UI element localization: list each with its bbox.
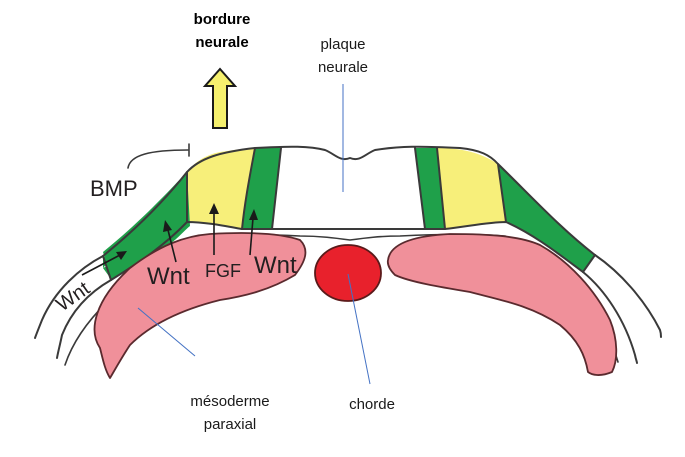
stripe-border-2 xyxy=(241,147,256,230)
notochord xyxy=(314,244,382,302)
wnt-ectoderm-label: Wnt xyxy=(52,277,94,316)
fgf-arrow xyxy=(209,203,219,255)
stripe-border-6 xyxy=(497,163,507,223)
neural-border-left-yellow xyxy=(187,148,255,229)
stripe-border-3 xyxy=(271,147,282,230)
wnt-inner-arrow xyxy=(249,209,258,256)
neural-plate xyxy=(255,146,425,229)
leader-mesoderme xyxy=(137,307,196,357)
bmp-inhibition-arc xyxy=(127,149,189,169)
paraxial-mesoderm-left xyxy=(93,232,307,379)
plaque-neurale-label-line2: neurale xyxy=(318,59,368,76)
ectoderm-right-outer xyxy=(594,254,662,338)
stripe-border-5 xyxy=(436,147,446,230)
mesoderme-paraxial-label-line2: paraxial xyxy=(204,416,257,433)
ectoderm-left-outer xyxy=(34,255,104,339)
fgf-label: FGF xyxy=(205,261,241,281)
ectoderm-right-inner xyxy=(582,271,638,364)
plaque-neurale-label-line1: plaque xyxy=(320,36,365,53)
neural-border-right-yellow xyxy=(437,148,506,229)
wnt-mesoderm-arrow xyxy=(163,220,177,263)
leader-chorde xyxy=(347,273,371,385)
neural-border-up-arrow xyxy=(202,67,238,129)
bordure-neurale-label-line2: neurale xyxy=(195,34,248,51)
bmp-label: BMP xyxy=(90,176,138,201)
stripe-border-7 xyxy=(102,255,112,281)
wnt-inner-label: Wnt xyxy=(254,252,297,279)
stripe-border-4 xyxy=(414,147,426,230)
ectoderm-left-inner xyxy=(56,279,112,359)
neural-border-right-outer-green xyxy=(498,164,595,272)
bordure-neurale-label-line1: bordure xyxy=(194,11,251,28)
wnt-mesoderm-label: Wnt xyxy=(147,263,190,290)
chorde-label: chorde xyxy=(349,396,395,413)
wnt-ectoderm-arrow xyxy=(81,251,127,276)
paraxial-mesoderm-right xyxy=(386,233,618,376)
mesoderme-paraxial-label-line1: mésoderme xyxy=(190,393,269,410)
stripe-border-8 xyxy=(582,254,596,273)
